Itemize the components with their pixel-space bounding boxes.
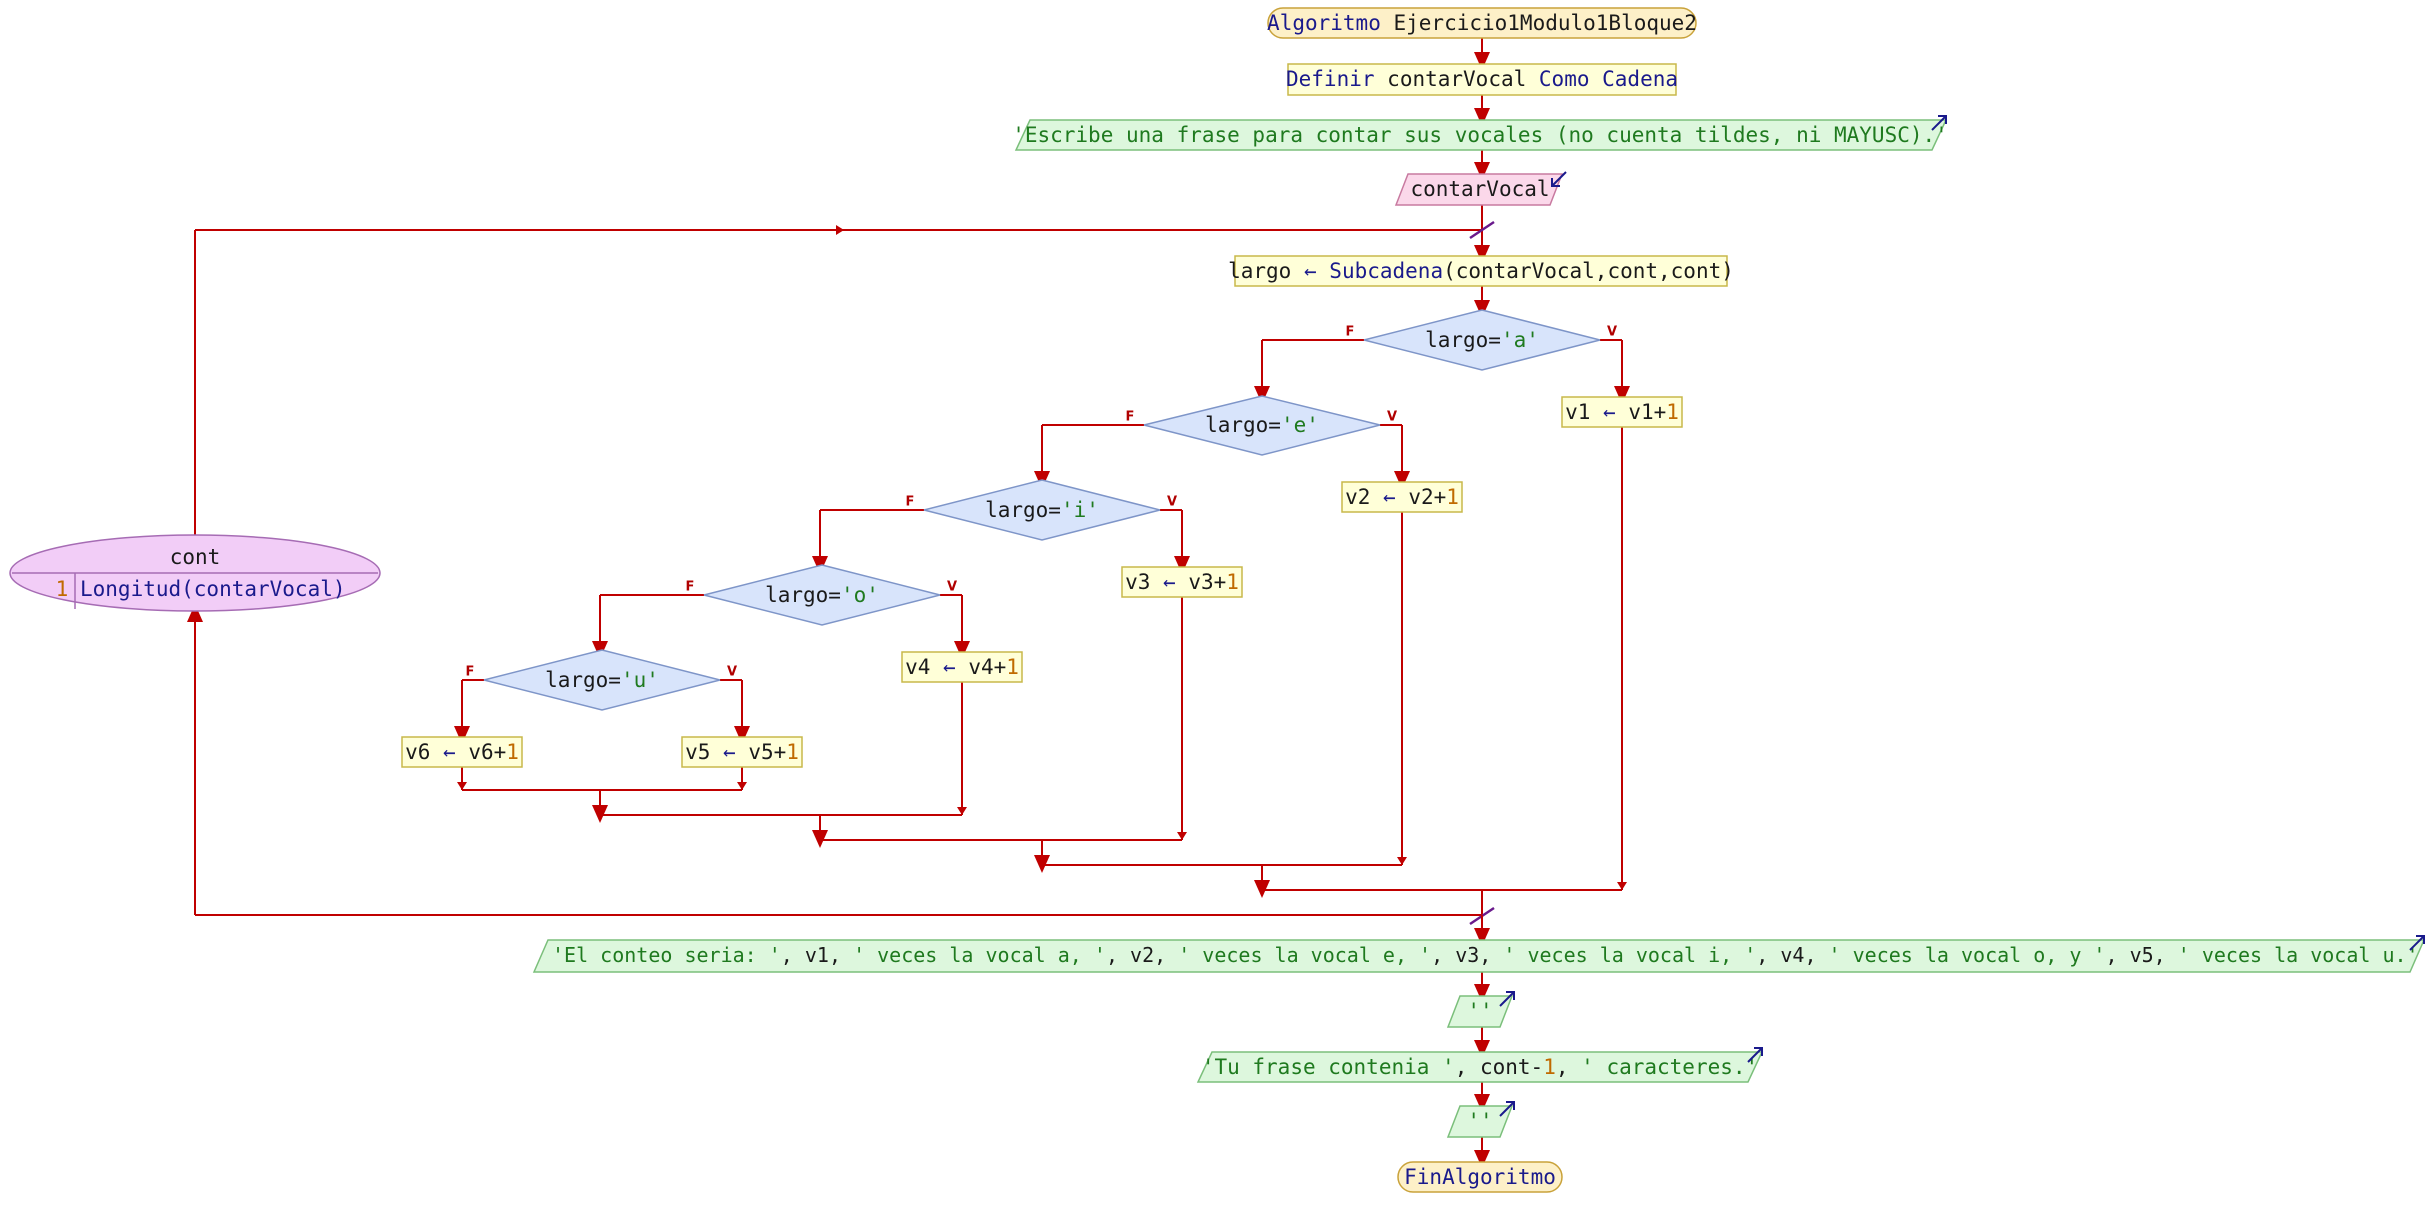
define-box: Definir contarVocal Como Cadena <box>1286 63 1678 96</box>
svg-text:FinAlgoritmo: FinAlgoritmo <box>1404 1165 1556 1189</box>
prompt-text: 'Escribe una frase para contar sus vocal… <box>1012 123 1948 147</box>
svg-text:F: F <box>1126 410 1135 425</box>
svg-text:largo='o': largo='o' <box>765 583 879 607</box>
input-arrow-icon <box>1551 171 1567 187</box>
loop-var: cont <box>170 545 221 569</box>
svg-text:'El conteo seria: ', v1, ' vec: 'El conteo seria: ', v1, ' veces la voca… <box>552 943 2419 967</box>
start-terminal: Algoritmo Ejercicio1Modulo1Bloque2 <box>1267 7 1697 39</box>
output-arrow-icon <box>2409 935 2425 951</box>
svg-text:Definir contarVocal Como Caden: Definir contarVocal Como Cadena <box>1286 67 1678 91</box>
svg-text:'': '' <box>1467 1109 1492 1133</box>
assign-v1: v1 ← v1+1 <box>1561 396 1683 428</box>
svg-text:'': '' <box>1467 999 1492 1023</box>
assign-v6: v6 ← v6+1 <box>401 736 523 768</box>
loop-step: 1 <box>56 577 69 601</box>
svg-text:v2 ← v2+1: v2 ← v2+1 <box>1345 485 1459 509</box>
svg-text:V: V <box>727 665 737 680</box>
for-loop: cont 1 Longitud(contarVocal) <box>9 534 381 612</box>
decision-u: largo='u' F V <box>466 649 737 711</box>
decision-o: largo='o' F V <box>686 564 957 626</box>
end-terminal: FinAlgoritmo <box>1397 1161 1563 1193</box>
svg-text:v6 ← v6+1: v6 ← v6+1 <box>405 740 519 764</box>
svg-text:v1 ← v1+1: v1 ← v1+1 <box>1565 400 1679 424</box>
read-input: contarVocal <box>1394 171 1567 206</box>
svg-text:v4 ← v4+1: v4 ← v4+1 <box>905 655 1019 679</box>
algorithm-name: Ejercicio1Modulo1Bloque2 <box>1394 11 1697 35</box>
output-arrow-icon <box>1499 991 1515 1007</box>
svg-text:F: F <box>906 495 915 510</box>
define-var: contarVocal <box>1387 67 1526 91</box>
svg-text:largo='e': largo='e' <box>1205 413 1319 437</box>
svg-text:largo='a': largo='a' <box>1425 328 1539 352</box>
assign-v3: v3 ← v3+1 <box>1121 566 1243 598</box>
svg-text:V: V <box>1167 495 1177 510</box>
result-output: 'El conteo seria: ', v1, ' veces la voca… <box>532 935 2426 973</box>
svg-text:'Tu frase contenia ', cont-1,: 'Tu frase contenia ', cont-1, ' caracter… <box>1202 1055 1758 1079</box>
start-keyword: Algoritmo <box>1267 11 1381 35</box>
svg-text:F: F <box>466 665 475 680</box>
svg-text:v3 ← v3+1: v3 ← v3+1 <box>1125 570 1239 594</box>
define-type: Cadena <box>1602 67 1678 91</box>
decision-a: largo='a' F V <box>1346 309 1617 371</box>
assign-v5: v5 ← v5+1 <box>681 736 803 768</box>
read-var: contarVocal <box>1410 177 1549 201</box>
output-arrow-icon <box>1499 1101 1515 1117</box>
chars-output: 'Tu frase contenia ', cont-1, ' caracter… <box>1196 1047 1764 1083</box>
output-arrow-icon <box>1931 115 1947 131</box>
empty-output-2: '' <box>1446 1101 1515 1138</box>
define-como: Como <box>1539 67 1590 91</box>
connectors <box>187 38 1630 1168</box>
svg-text:F: F <box>1346 325 1355 340</box>
svg-text:largo='i': largo='i' <box>985 498 1099 522</box>
assign-largo: largo ← Subcadena(contarVocal,cont,cont) <box>1228 255 1734 287</box>
decision-i: largo='i' F V <box>906 479 1177 541</box>
svg-text:v5 ← v5+1: v5 ← v5+1 <box>685 740 799 764</box>
svg-text:V: V <box>1387 410 1397 425</box>
define-keyword: Definir <box>1286 67 1375 91</box>
loop-limit: Longitud(contarVocal) <box>80 577 346 601</box>
output-arrow-icon <box>1747 1047 1763 1063</box>
svg-text:Algoritmo Ejercicio1Modulo1Blo: Algoritmo Ejercicio1Modulo1Bloque2 <box>1267 11 1697 35</box>
empty-output-1: '' <box>1446 991 1515 1028</box>
svg-text:largo ← Subcadena(contarVocal,: largo ← Subcadena(contarVocal,cont,cont) <box>1228 259 1734 283</box>
svg-text:V: V <box>947 580 957 595</box>
assign-v2: v2 ← v2+1 <box>1341 481 1463 513</box>
assign-v4: v4 ← v4+1 <box>901 651 1023 683</box>
svg-text:largo='u': largo='u' <box>545 668 659 692</box>
decision-e: largo='e' F V <box>1126 395 1397 456</box>
prompt-output: 'Escribe una frase para contar sus vocal… <box>1012 115 1948 151</box>
svg-text:V: V <box>1607 325 1617 340</box>
svg-text:F: F <box>686 580 695 595</box>
